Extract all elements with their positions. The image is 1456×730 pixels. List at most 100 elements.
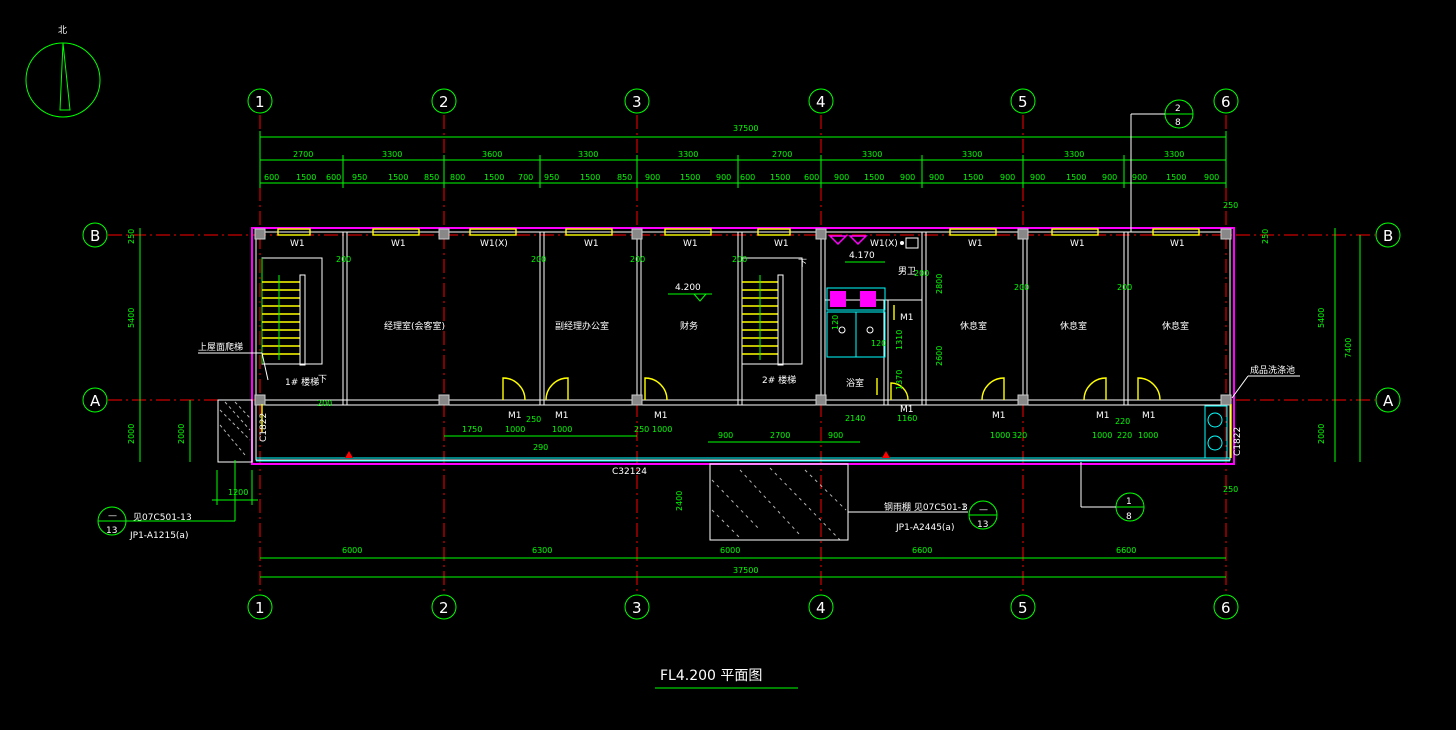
axis-bubbles-rows: B A B A	[82, 222, 1401, 413]
dim-ticks	[259, 131, 1227, 188]
elevation-markers: 4.200 4.170	[668, 251, 885, 302]
svg-text:800: 800	[450, 173, 465, 182]
stair-1: 1# 楼梯 下	[261, 257, 327, 388]
svg-text:900: 900	[718, 431, 733, 440]
door-label: M1	[508, 411, 522, 421]
svg-text:1500: 1500	[864, 173, 884, 182]
toilet-fixtures	[826, 235, 919, 358]
window-c32124: C32124	[612, 467, 647, 477]
svg-text:1000: 1000	[990, 431, 1010, 440]
dim-bottom-3: 6000	[720, 546, 740, 555]
svg-text:1500: 1500	[770, 173, 790, 182]
room-manager: 经理室(会客室)	[384, 320, 445, 332]
svg-text:3600: 3600	[482, 150, 502, 159]
stair-2-label: 2# 楼梯	[762, 374, 796, 386]
svg-text:3300: 3300	[678, 150, 698, 159]
svg-text:850: 850	[617, 173, 632, 182]
axis-6-bottom: 6	[1221, 599, 1231, 617]
room-deputy: 副经理办公室	[555, 320, 609, 332]
svg-text:120: 120	[831, 315, 840, 330]
canopy-hatch: 2400	[675, 463, 968, 541]
svg-text:—: —	[979, 505, 988, 515]
svg-text:1000: 1000	[652, 425, 672, 434]
door-label: M1	[992, 411, 1006, 421]
section-18-top: 1	[1126, 497, 1132, 507]
axis-1-top: 1	[255, 93, 265, 111]
doors: M1 M1 M1 M1 M1 M1 M1 M1	[261, 305, 1232, 458]
door-label: M1	[1142, 411, 1156, 421]
svg-text:950: 950	[352, 173, 367, 182]
svg-text:1500: 1500	[963, 173, 983, 182]
dim-bottom-2: 6300	[532, 546, 552, 555]
axis-3-top: 3	[632, 93, 642, 111]
window-label: W1	[290, 239, 305, 249]
svg-text:1000: 1000	[552, 425, 572, 434]
window-c1822-left: C1822	[259, 413, 269, 442]
dim-bottom-4: 6600	[912, 546, 932, 555]
corridor-dimensions: 1750 1000 250 1000 250 1000 290 900 2700…	[317, 255, 1158, 452]
svg-text:250: 250	[634, 425, 649, 434]
dim-right-5400: 5400	[1317, 308, 1326, 328]
top-dimensions: 37500 2700 3300 3600 3300 3300 2700 3300…	[259, 124, 1227, 188]
svg-text:1000: 1000	[1138, 431, 1158, 440]
svg-text:1500: 1500	[296, 173, 316, 182]
door-label: M1	[900, 405, 914, 415]
room-male-wc: 男卫	[898, 266, 916, 277]
stair-1-down: 下	[318, 375, 327, 385]
window-label: W1	[774, 239, 789, 249]
svg-text:1310: 1310	[895, 330, 904, 350]
svg-text:3: 3	[962, 503, 968, 513]
window-label: W1	[584, 239, 599, 249]
svg-text:1000: 1000	[505, 425, 525, 434]
svg-text:900: 900	[1132, 173, 1147, 182]
svg-text:1500: 1500	[484, 173, 504, 182]
svg-text:2140: 2140	[845, 414, 865, 423]
svg-text:900: 900	[900, 173, 915, 182]
dim-right-250: 250	[1261, 229, 1270, 244]
building-outline	[251, 227, 1235, 465]
room-rest-2: 休息室	[1060, 320, 1087, 332]
axis-5-bottom: 5	[1018, 599, 1028, 617]
door-label: M1	[654, 411, 668, 421]
axis-4-top: 4	[816, 93, 826, 111]
svg-text:1500: 1500	[388, 173, 408, 182]
windows-row: W1 W1 W1(X) W1 W1 W1 W1(X) W1 W1 W1	[277, 228, 1200, 249]
elevation-main: 4.200	[675, 283, 701, 293]
axis-A-left: A	[90, 392, 101, 410]
svg-text:900: 900	[716, 173, 731, 182]
svg-text:900: 900	[1000, 173, 1015, 182]
dim-left-5400: 5400	[127, 308, 136, 328]
axis-2-top: 2	[439, 93, 449, 111]
svg-text:1750: 1750	[462, 425, 482, 434]
svg-text:1160: 1160	[897, 414, 917, 423]
roof-ladder-label: 上屋面爬梯	[198, 341, 243, 353]
dim-2400: 2400	[675, 491, 684, 511]
door-label: M1	[555, 411, 569, 421]
svg-text:900: 900	[645, 173, 660, 182]
stair-1-label: 1# 楼梯	[285, 376, 319, 388]
svg-text:200: 200	[531, 255, 546, 264]
window-label: W1	[1170, 239, 1185, 249]
drawing-title: FL4.200 平面图	[655, 668, 798, 689]
dim-bottom-5: 6600	[1116, 546, 1136, 555]
dim-left-250: 250	[127, 229, 136, 244]
dim-overall-bottom: 37500	[733, 566, 758, 575]
svg-text:600: 600	[740, 173, 755, 182]
svg-text:900: 900	[1030, 173, 1045, 182]
detail-canopy-num: 13	[977, 520, 988, 530]
axis-5-top: 5	[1018, 93, 1028, 111]
door-label: M1	[1096, 411, 1110, 421]
svg-text:1500: 1500	[580, 173, 600, 182]
svg-text:1500: 1500	[680, 173, 700, 182]
side-dimensions: 5400 2000 2000 5400 7400 2000 250 250 25…	[127, 201, 1361, 462]
svg-text:220: 220	[1117, 431, 1132, 440]
svg-text:200: 200	[336, 255, 351, 264]
svg-text:200: 200	[1117, 283, 1132, 292]
axis-B-left: B	[90, 227, 100, 245]
dim-row1-labels: 2700 3300 3600 3300 3300 2700 3300 3300 …	[293, 150, 1184, 159]
svg-text:850: 850	[424, 173, 439, 182]
wash-tank	[1204, 405, 1228, 459]
svg-text:1370: 1370	[895, 370, 904, 390]
stair-2-down: 下	[798, 259, 807, 269]
